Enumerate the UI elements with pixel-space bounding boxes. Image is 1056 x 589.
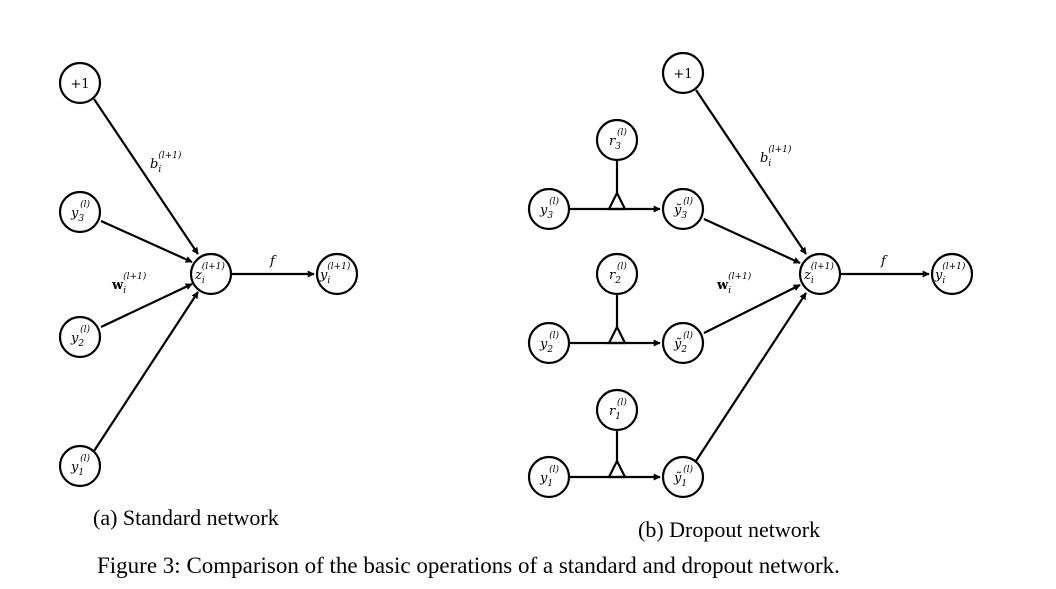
node-r2: r2(l) xyxy=(595,252,639,296)
node-r3: r3(l) xyxy=(595,118,639,162)
svg-text:y1(l): y1(l) xyxy=(70,453,90,478)
edge-label-weights: wi(l+1) xyxy=(716,271,752,296)
svg-text:zi(l+1): zi(l+1) xyxy=(803,261,834,286)
edge-yt3-to-z xyxy=(703,218,801,264)
caption-standard-network: (a) Standard network xyxy=(93,505,279,530)
node-y3: y3(l) xyxy=(527,187,571,231)
node-y1: y1(l) xyxy=(58,444,102,488)
svg-text:ỹ3(l): ỹ3(l) xyxy=(673,196,693,221)
node-bias: +1 xyxy=(661,51,705,95)
mask-connector-r3 xyxy=(607,160,627,211)
node-bias: +1 xyxy=(58,61,102,105)
node-z: zi(l+1) xyxy=(189,252,233,296)
svg-text:+1: +1 xyxy=(673,67,692,82)
edge-label-bias: bi(l+1) xyxy=(760,144,792,169)
svg-text:y2(l): y2(l) xyxy=(539,330,559,355)
node-y-tilde-3: ỹ3(l) xyxy=(661,187,705,231)
edge-bias-to-z xyxy=(695,89,807,255)
edge-label-bias: bi(l+1) xyxy=(150,150,182,175)
node-y2: y2(l) xyxy=(58,315,102,359)
edge-y3-to-z xyxy=(100,219,193,264)
node-y3: y3(l) xyxy=(58,190,102,234)
edge-yt1-to-z xyxy=(695,292,807,462)
svg-text:y1(l): y1(l) xyxy=(539,464,559,489)
svg-text:r1(l): r1(l) xyxy=(609,397,627,422)
panel-standard-network: bi(l+1) wi(l+1) f +1 y3(l) y2(l) y1(l) z… xyxy=(58,61,359,488)
mask-connector-r1 xyxy=(607,430,627,479)
edge-label-weights: wi(l+1) xyxy=(111,271,147,296)
svg-text:y3(l): y3(l) xyxy=(70,199,90,224)
svg-text:y3(l): y3(l) xyxy=(539,196,559,221)
svg-text:r3(l): r3(l) xyxy=(609,127,627,152)
edge-label-activation: f xyxy=(880,254,888,269)
svg-text:zi(l+1): zi(l+1) xyxy=(194,261,225,286)
node-output: yi(l+1) xyxy=(315,252,359,296)
edge-label-activation: f xyxy=(269,254,277,269)
edge-y1-to-z xyxy=(93,291,199,452)
panel-dropout-network: bi(l+1) wi(l+1) f +1 r3(l) r2(l) r1(l) y… xyxy=(527,51,974,499)
node-y2: y2(l) xyxy=(527,321,571,365)
node-r1: r1(l) xyxy=(595,388,639,432)
mask-connector-r2 xyxy=(607,294,627,345)
caption-dropout-network: (b) Dropout network xyxy=(638,517,821,542)
svg-text:y2(l): y2(l) xyxy=(70,324,90,349)
svg-text:r2(l): r2(l) xyxy=(609,261,627,286)
node-z: zi(l+1) xyxy=(798,252,842,296)
node-y-tilde-1: ỹ1(l) xyxy=(661,455,705,499)
edge-y2-to-z xyxy=(100,283,193,328)
svg-text:ỹ1(l): ỹ1(l) xyxy=(673,464,693,489)
node-y-tilde-2: ỹ2(l) xyxy=(661,321,705,365)
edge-bias-to-z xyxy=(93,98,199,255)
svg-text:yi(l+1): yi(l+1) xyxy=(934,261,966,286)
svg-text:+1: +1 xyxy=(70,77,89,92)
svg-text:yi(l+1): yi(l+1) xyxy=(319,261,351,286)
figure-caption: Figure 3: Comparison of the basic operat… xyxy=(97,553,840,578)
svg-text:ỹ2(l): ỹ2(l) xyxy=(673,330,693,355)
edge-yt2-to-z xyxy=(703,284,801,334)
node-output: yi(l+1) xyxy=(930,252,974,296)
node-y1: y1(l) xyxy=(527,455,571,499)
